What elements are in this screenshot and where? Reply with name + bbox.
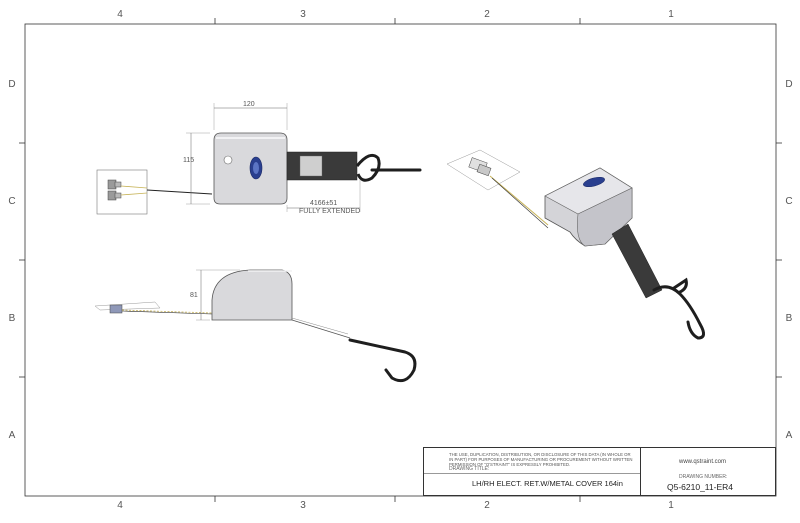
zone-ticks (19, 18, 782, 502)
drawing-number: Q5-6210_11-ER4 (667, 482, 733, 492)
sheet-border (24, 23, 777, 497)
title-block-divider (640, 448, 641, 495)
iso-hook (652, 277, 705, 340)
zone-col-2-top: 2 (484, 9, 490, 20)
zone-row-d-left: D (8, 79, 16, 90)
zone-col-2-bottom: 2 (484, 500, 490, 511)
side-strap (291, 319, 351, 339)
drawing-title: LH/RH ELECT. RET.W/METAL COVER 164in (472, 479, 623, 488)
copyright-notice: THE USE, DUPLICATION, DISTRIBUTION, OR D… (449, 452, 633, 467)
iso-strap (611, 223, 663, 299)
zone-col-3-top: 3 (300, 9, 306, 20)
side-hook (348, 338, 417, 383)
title-block-row-divider (424, 473, 640, 474)
connector-outline (96, 169, 148, 215)
dim-width: 120 (243, 101, 255, 108)
hook (355, 153, 381, 182)
zone-col-4-top: 4 (117, 9, 123, 20)
dim-side-height: 81 (190, 292, 198, 299)
side-housing (211, 269, 293, 321)
zone-col-1-top: 1 (668, 9, 674, 20)
side-view: 81 (94, 269, 417, 383)
title-block: THE USE, DUPLICATION, DISTRIBUTION, OR D… (423, 447, 776, 496)
zone-row-c-left: C (8, 196, 16, 207)
front-view: 120 115 4166±51 FULLY EXTENDED (96, 101, 422, 215)
mounting-hole (223, 155, 233, 165)
company-website: www.qstraint.com (679, 459, 727, 465)
zone-row-d-right: D (785, 79, 793, 90)
iso-logo-badge (583, 176, 605, 188)
zone-row-a-right: A (785, 430, 793, 441)
iso-connector-outline (446, 149, 521, 191)
zone-row-b-right: B (785, 313, 793, 324)
dim-height: 115 (183, 157, 194, 164)
zone-row-c-right: C (785, 196, 793, 207)
zone-row-a-left: A (8, 430, 16, 441)
zone-col-3-bottom: 3 (300, 500, 306, 511)
zone-col-4-bottom: 4 (117, 500, 123, 511)
dim-extension: 4166±51 (310, 200, 337, 207)
zone-row-b-left: B (8, 313, 16, 324)
drawing-number-label: DRAWING NUMBER: (679, 474, 728, 480)
isometric-view (446, 149, 705, 340)
side-connector (109, 304, 123, 314)
zone-col-1-bottom: 1 (668, 500, 674, 511)
drawing-title-label: DRAWING TITLE: (449, 466, 490, 472)
dim-extension-note: FULLY EXTENDED (299, 208, 360, 215)
